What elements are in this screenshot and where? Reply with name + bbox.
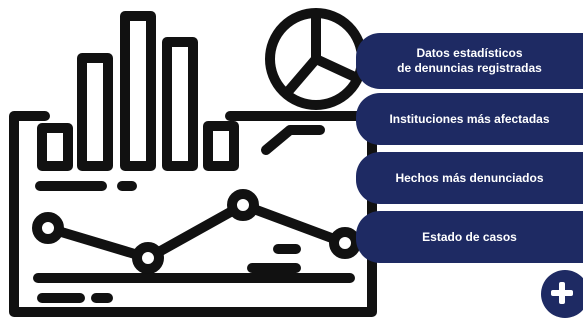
trend-line <box>43 200 350 263</box>
menu-button-instituciones[interactable]: Instituciones más afectadas <box>356 93 583 145</box>
menu-button-estado-casos[interactable]: Estado de casos <box>356 211 583 263</box>
pie-chart-icon <box>265 8 367 110</box>
menu-button-hechos[interactable]: Hechos más denunciados <box>356 152 583 204</box>
accent-line <box>261 125 325 155</box>
bar-4 <box>162 37 198 171</box>
trend-point-3 <box>227 189 259 221</box>
menu-button-label: Instituciones más afectadas <box>389 111 550 126</box>
menu-button-label: de denuncias registradas <box>397 61 542 75</box>
menu-button-label: Estado de casos <box>422 229 517 244</box>
bar-1 <box>37 123 73 171</box>
trend-point-1 <box>32 212 64 244</box>
trend-point-4 <box>329 227 361 259</box>
bar-3 <box>120 11 156 171</box>
menu-button-label: Datos estadísticos <box>416 46 523 60</box>
menu-button-estadisticas[interactable]: Datos estadísticos de denuncias registra… <box>356 33 583 89</box>
trend-point-2 <box>132 242 164 274</box>
add-button[interactable] <box>541 270 583 318</box>
menu-button-label: Hechos más denunciados <box>395 170 544 185</box>
bar-2 <box>77 53 113 171</box>
bar-5 <box>203 121 239 171</box>
